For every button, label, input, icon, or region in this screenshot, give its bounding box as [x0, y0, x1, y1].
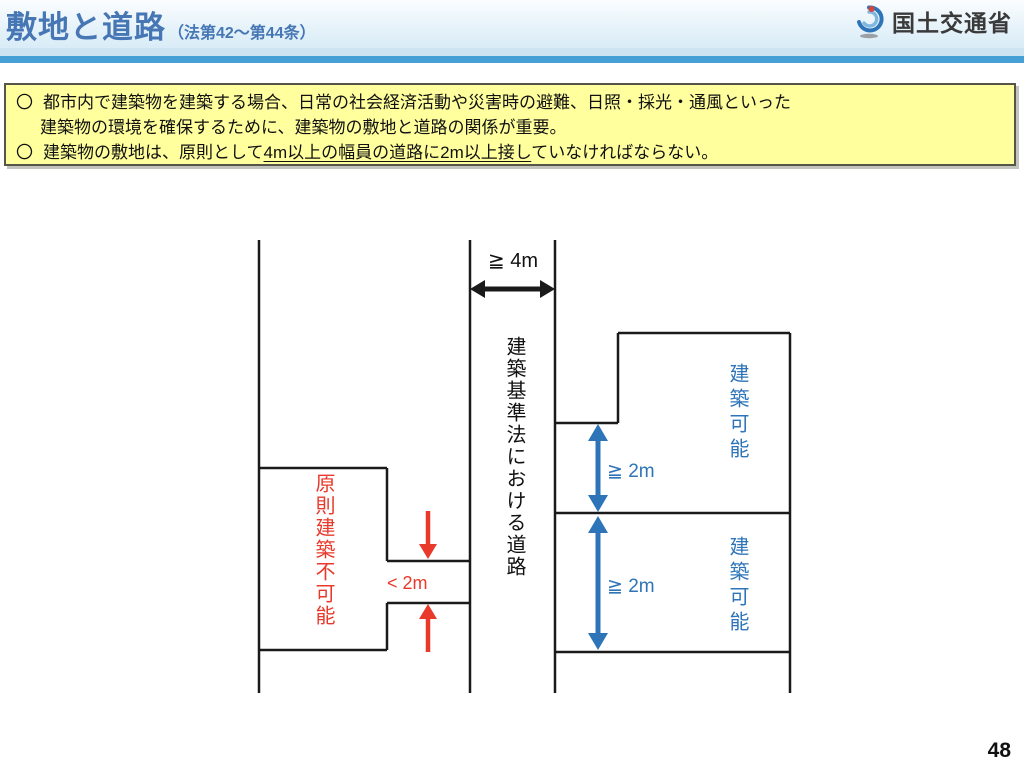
notice-item-1-line-1: 〇都市内で建築物を建築する場合、日常の社会経済活動や災害時の避難、日照・採光・通…	[16, 90, 1004, 115]
header-band-light	[0, 48, 1024, 56]
bullet-circle-marker: 〇	[16, 93, 33, 112]
notice-underlined-text: 4m以上の幅員の道路に2m以上接し	[263, 143, 532, 162]
header-band-accent	[0, 56, 1024, 63]
header-title-group: 敷地と道路 （法第42～第44条）	[6, 2, 316, 47]
agency-name: 国土交通省	[892, 10, 1012, 36]
frontage-ok-label-lower: ≧ 2m	[607, 576, 655, 597]
road-name-label: 建築基準法における道路	[503, 336, 525, 578]
notice-box: 〇都市内で建築物を建築する場合、日常の社会経済活動や災害時の避難、日照・採光・通…	[4, 83, 1016, 166]
road-width-arrow	[470, 280, 555, 298]
buildable-label-upper: 建築可能	[726, 363, 748, 463]
road-width-label: ≧ 4m	[487, 250, 539, 272]
law-reference: （法第42～第44条）	[168, 25, 316, 42]
frontage-ng-label: < 2m	[387, 573, 428, 593]
notice-text: 都市内で建築物を建築する場合、日常の社会経済活動や災害時の避難、日照・採光・通風…	[43, 93, 791, 112]
frontage-arrow-lower	[588, 516, 608, 650]
boundary-lines	[257, 240, 792, 693]
narrow-neck-arrow-upper	[419, 511, 437, 559]
notice-text: 建築物の敷地は、原則として	[43, 143, 264, 162]
notice-text: 建築物の環境を確保するために、建築物の敷地と道路の関係が重要。	[40, 118, 567, 137]
page-number: 48	[987, 739, 1011, 762]
frontage-arrow-upper	[588, 424, 608, 512]
agency-logo-group: 国土交通省	[852, 3, 1012, 39]
narrow-neck-arrow-lower	[419, 604, 437, 652]
notice-item-2: 〇建築物の敷地は、原則として4m以上の幅員の道路に2m以上接していなければならな…	[16, 140, 1004, 165]
frontage-ok-label-upper: ≧ 2m	[607, 461, 655, 482]
not-buildable-label: 原則建築不可能	[312, 473, 334, 627]
notice-item-1-line-2: 建築物の環境を確保するために、建築物の敷地と道路の関係が重要。	[16, 115, 1004, 140]
notice-text: ていなければならない。	[531, 143, 719, 162]
header-band	[0, 0, 1024, 48]
bullet-circle-marker: 〇	[16, 143, 33, 162]
buildable-label-lower: 建築可能	[726, 536, 748, 636]
mlit-logo-icon	[857, 5, 884, 39]
page-title: 敷地と道路	[6, 10, 166, 45]
